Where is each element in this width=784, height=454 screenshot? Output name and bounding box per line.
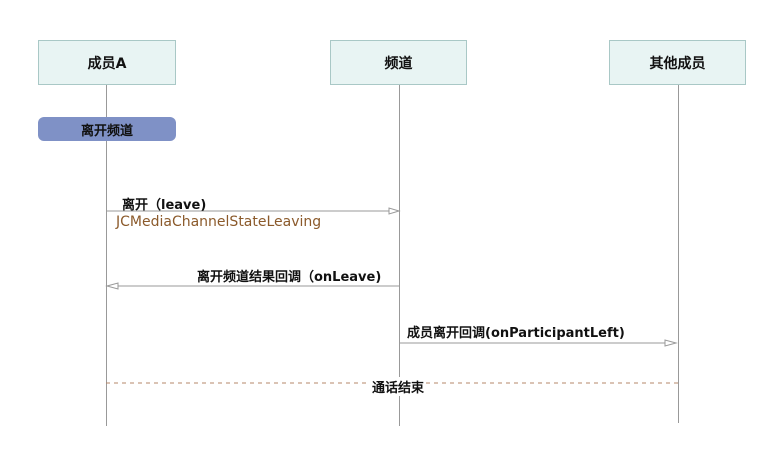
- participant-member-a: 成员A: [38, 40, 176, 85]
- lifeline-others: [678, 85, 679, 423]
- activation-label: 离开频道: [80, 123, 133, 139]
- participant-others: 其他成员: [609, 40, 746, 85]
- message-onleave-label: 离开频道结果回调（onLeave): [197, 270, 382, 285]
- end-call-label: 通话结束: [370, 377, 427, 396]
- lifeline-channel: [399, 85, 400, 426]
- message-participant-left-label: 成员离开回调(onParticipantLeft): [407, 326, 625, 341]
- arrow-participant-left-head: [664, 339, 678, 347]
- participant-member-a-label: 成员A: [87, 55, 127, 72]
- arrow-onleave-head: [105, 282, 119, 290]
- message-leave-label: 离开（leave): [122, 198, 207, 213]
- message-leave-state: JCMediaChannelStateLeaving: [116, 214, 322, 230]
- activation-leave-channel: 离开频道: [38, 117, 176, 141]
- lifeline-member-a: [106, 85, 107, 426]
- participant-channel-label: 频道: [384, 55, 413, 72]
- arrow-leave-head: [388, 207, 401, 215]
- participant-channel: 频道: [330, 40, 467, 85]
- participant-others-label: 其他成员: [649, 55, 706, 72]
